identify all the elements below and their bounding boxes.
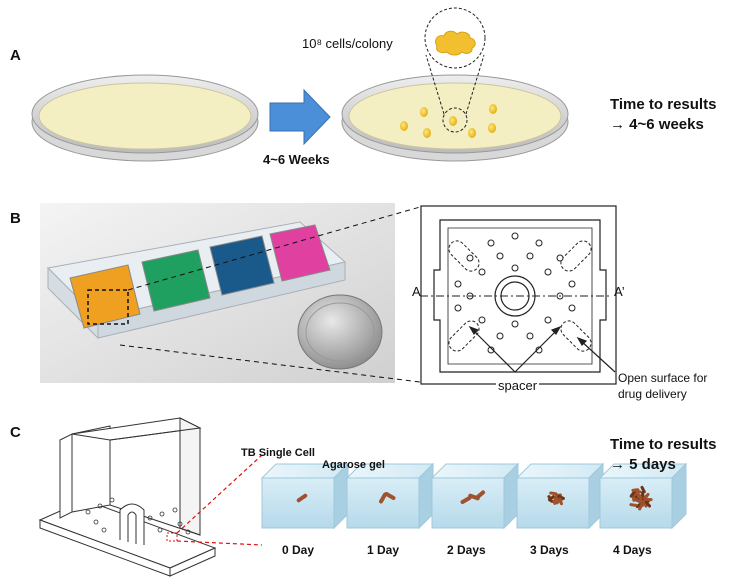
time-to-results-c-line1: Time to results [610, 436, 717, 453]
schematic-hole [511, 264, 519, 272]
agarose-gel-label: Agarose gel [322, 459, 385, 471]
panel-a-label: A [10, 47, 21, 64]
panel-b-label: B [10, 210, 21, 227]
well-schematic [420, 205, 617, 385]
schematic-hole [478, 316, 486, 324]
schematic-hole [466, 254, 474, 262]
blue-arrow-icon [269, 88, 331, 146]
day-label-1: 1 Day [367, 543, 400, 557]
schematic-hole [535, 239, 543, 247]
coin-icon [297, 294, 383, 370]
tb-colony [296, 493, 308, 503]
arrow-duration-label: 4~6 Weeks [263, 152, 330, 167]
schematic-hole [568, 280, 576, 288]
schematic-hole [496, 252, 504, 260]
colony-icon [400, 104, 497, 138]
day-label-4: 4 Days [613, 543, 652, 557]
schematic-hole [535, 346, 543, 354]
tb-single-cell-label: TB Single Cell [241, 447, 315, 459]
panel-c-label: C [10, 424, 21, 441]
schematic-hole [511, 320, 519, 328]
section-label-a: A [412, 284, 421, 299]
tb-colony [460, 490, 486, 504]
schematic-hole [487, 346, 495, 354]
colony-icon [435, 30, 476, 56]
tb-colony [629, 485, 653, 511]
day-label-3: 3 Days [530, 543, 569, 557]
schematic-hole [568, 304, 576, 312]
section-label-a-prime: A’ [614, 284, 625, 299]
schematic-hole [496, 332, 504, 340]
time-to-results-c-line2: → 5 days [610, 456, 676, 473]
tb-colony [547, 491, 565, 506]
schematic-hole [526, 332, 534, 340]
tb-colony [379, 492, 396, 504]
schematic-hole [487, 239, 495, 247]
gel-cube-icon [515, 462, 605, 530]
chip-icon [46, 221, 347, 340]
petri-dish-icon [341, 7, 569, 162]
schematic-hole [526, 252, 534, 260]
day-label-2: 2 Days [447, 543, 486, 557]
time-to-results-a-line1: Time to results [610, 96, 717, 113]
gel-cube-icon [598, 462, 688, 530]
gel-cube-icon [260, 462, 350, 530]
schematic-hole [478, 268, 486, 276]
schematic-hole [454, 304, 462, 312]
gel-cube-icon [430, 462, 520, 530]
schematic-hole [544, 316, 552, 324]
schematic-hole [454, 280, 462, 288]
open-surface-label: Open surface for drug delivery [618, 371, 708, 401]
petri-dish-icon [31, 74, 259, 162]
colony-cell-count: 10⁸ cells/colony [302, 36, 393, 51]
time-to-results-a-line2: → 4~6 weeks [610, 116, 704, 133]
device-drawing [38, 417, 217, 577]
schematic-hole [544, 268, 552, 276]
day-label-0: 0 Day [282, 543, 315, 557]
gel-cube-icon [345, 462, 435, 530]
schematic-hole [556, 254, 564, 262]
spacer-label: spacer [496, 378, 540, 393]
schematic-hole [511, 232, 519, 240]
